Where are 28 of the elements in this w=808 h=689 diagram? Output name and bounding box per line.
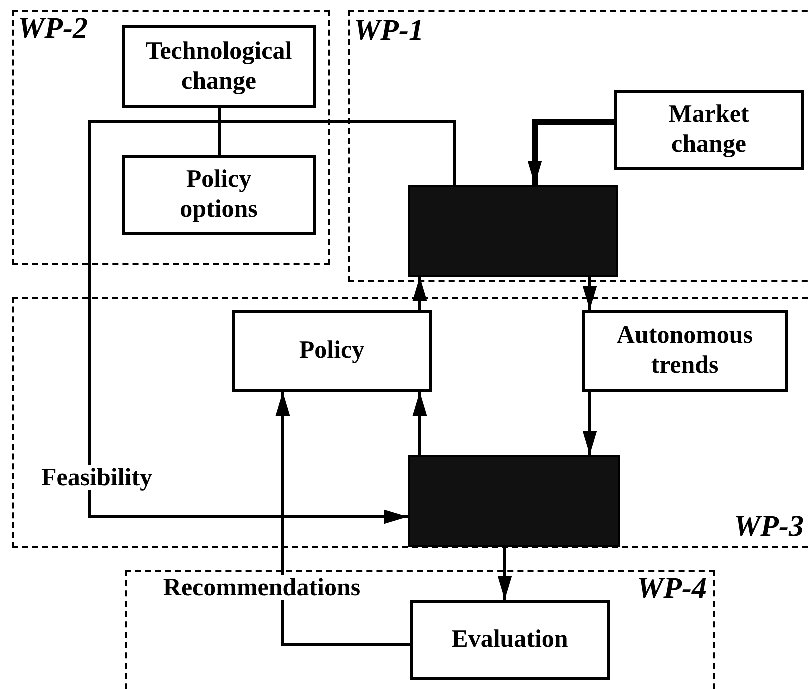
box-label: Policy options xyxy=(179,165,259,225)
process-box xyxy=(614,90,804,170)
box-label: Evaluation xyxy=(450,625,570,655)
region-label: WP-2 xyxy=(18,14,88,44)
connector-arrow xyxy=(582,392,598,455)
box-label: Autonomous trends xyxy=(616,321,754,381)
connector-arrow xyxy=(498,547,512,600)
box-label: Market change xyxy=(668,100,750,160)
connector-arrow xyxy=(582,277,598,310)
box-label: Technological change xyxy=(144,36,294,96)
shaded-box xyxy=(408,185,618,277)
connector-arrow xyxy=(528,119,614,185)
dashed-region xyxy=(12,297,808,548)
connector-arrow xyxy=(412,277,428,310)
region-label: WP-1 xyxy=(354,16,424,46)
process-box xyxy=(582,310,788,392)
region-label: WP-3 xyxy=(734,512,804,542)
shaded-box xyxy=(408,455,620,547)
process-box xyxy=(122,155,316,235)
region-label: WP-4 xyxy=(637,574,707,604)
connector-arrow xyxy=(412,392,428,455)
dashed-region xyxy=(348,10,808,282)
connector-arrow xyxy=(276,392,410,646)
dashed-region xyxy=(12,10,330,265)
process-box xyxy=(122,25,316,108)
box-label: Policy xyxy=(298,336,366,366)
process-box xyxy=(232,310,432,392)
process-box xyxy=(410,600,610,680)
